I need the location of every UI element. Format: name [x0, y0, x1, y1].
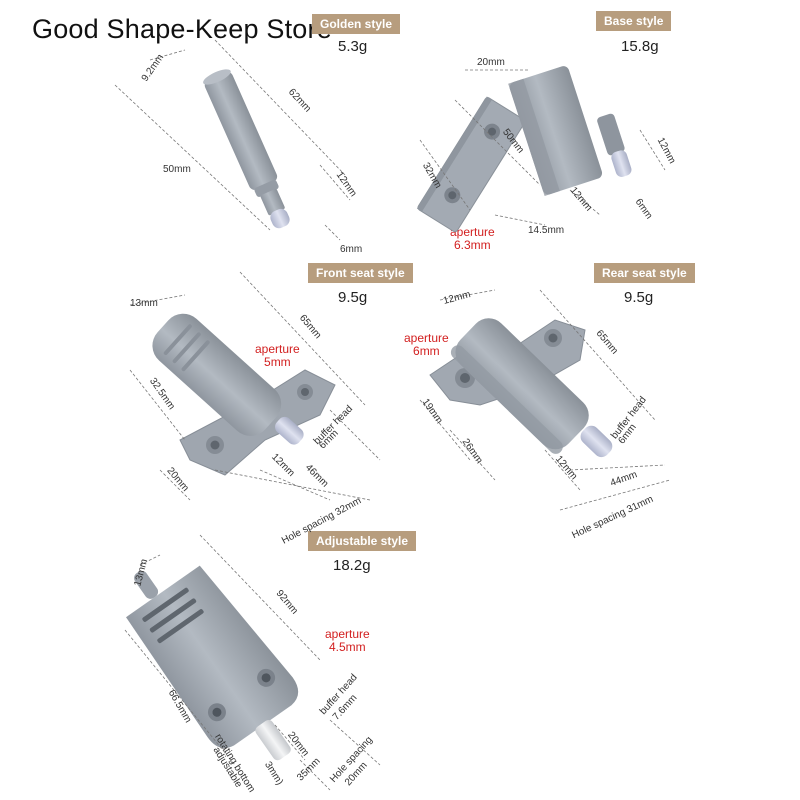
rear-dia-label: 12mm — [442, 289, 472, 307]
front-plate-label: 32.5mm — [147, 376, 177, 412]
rear-base-label: 26mm — [460, 437, 485, 466]
adjustable-style-badge: Adjustable style — [308, 531, 417, 551]
golden-neck-label: 12mm — [334, 170, 359, 199]
adjustable-style-damper: 13mm 92mm 66.5mm 20mm 35mm buffer head 7… — [124, 534, 381, 795]
adjustable-neck-label: 20mm — [285, 730, 311, 759]
front-weight: 9.5g — [338, 289, 368, 306]
front-seat-style-damper: 13mm 65mm 32.5mm 20mm 12mm 46mm buffer h… — [129, 271, 381, 547]
store-title: Good Shape-Keep Store — [32, 14, 332, 44]
front-seat-style-badge: Front seat style — [308, 263, 413, 283]
front-aperture: aperture 5mm — [255, 343, 300, 369]
front-aperture-label: aperture — [255, 342, 300, 356]
adjustable-aperture-value: 4.5mm — [329, 640, 366, 654]
base-h-label: 12mm — [655, 136, 678, 166]
base-h2-label: 12mm — [568, 185, 594, 213]
adjustable-tip-label: 35mm — [295, 756, 322, 783]
adjustable-adj-value: 3mm) — [262, 760, 285, 788]
rear-plate-label: 19mm — [420, 397, 445, 426]
rear-aperture-label: aperture — [404, 331, 449, 345]
front-dia-label: 13mm — [130, 298, 158, 309]
golden-style-badge: Golden style — [312, 14, 401, 34]
base-weight: 15.8g — [621, 38, 659, 55]
rear-seat-style-damper: 12mm 65mm 19mm 26mm 12mm 44mm buffer hea… — [420, 289, 671, 541]
adjustable-len-label: 92mm — [274, 588, 300, 616]
golden-weight: 5.3g — [338, 38, 368, 55]
base-width-label: 20mm — [477, 57, 505, 68]
base-style-damper: 20mm 50mm 32mm 12mm 12mm 6mm 14.5mm — [416, 57, 678, 236]
rear-spacing-label: Hole spacing 31mm — [570, 494, 655, 541]
golden-dia-label: 9.2mm — [140, 52, 167, 83]
golden-tip-label: 6mm — [340, 244, 362, 255]
base-aperture-value: 6.3mm — [454, 238, 491, 252]
rear-weight: 9.5g — [624, 289, 654, 306]
rear-seat-style-badge: Rear seat style — [594, 263, 695, 283]
base-tip-label: 6mm — [633, 197, 655, 222]
adjustable-weight: 18.2g — [333, 557, 371, 574]
rear-len-label: 65mm — [594, 328, 620, 356]
golden-style-damper: 9.2mm 62mm 50mm 12mm 6mm — [114, 39, 362, 255]
front-neck-label: 12mm — [269, 452, 296, 479]
front-len-label: 65mm — [297, 313, 323, 341]
golden-body-label: 50mm — [163, 164, 191, 175]
rear-neck-label: 12mm — [553, 454, 579, 482]
rear-body-label: 44mm — [609, 469, 639, 489]
rear-aperture: aperture 6mm — [404, 332, 449, 358]
base-aperture-label: aperture — [450, 225, 495, 239]
rear-aperture-value: 6mm — [413, 344, 440, 358]
adjustable-aperture: aperture 4.5mm — [325, 628, 370, 654]
base-style-badge: Base style — [596, 11, 672, 31]
base-plate-label: 14.5mm — [528, 225, 564, 236]
base-aperture: aperture 6.3mm — [450, 226, 495, 252]
front-body-label: 46mm — [303, 462, 330, 489]
front-spacing-label: Hole spacing 32mm — [280, 495, 363, 546]
golden-len-label: 62mm — [286, 87, 313, 115]
adjustable-aperture-label: aperture — [325, 627, 370, 641]
front-aperture-value: 5mm — [264, 355, 291, 369]
front-base-label: 20mm — [164, 466, 190, 494]
